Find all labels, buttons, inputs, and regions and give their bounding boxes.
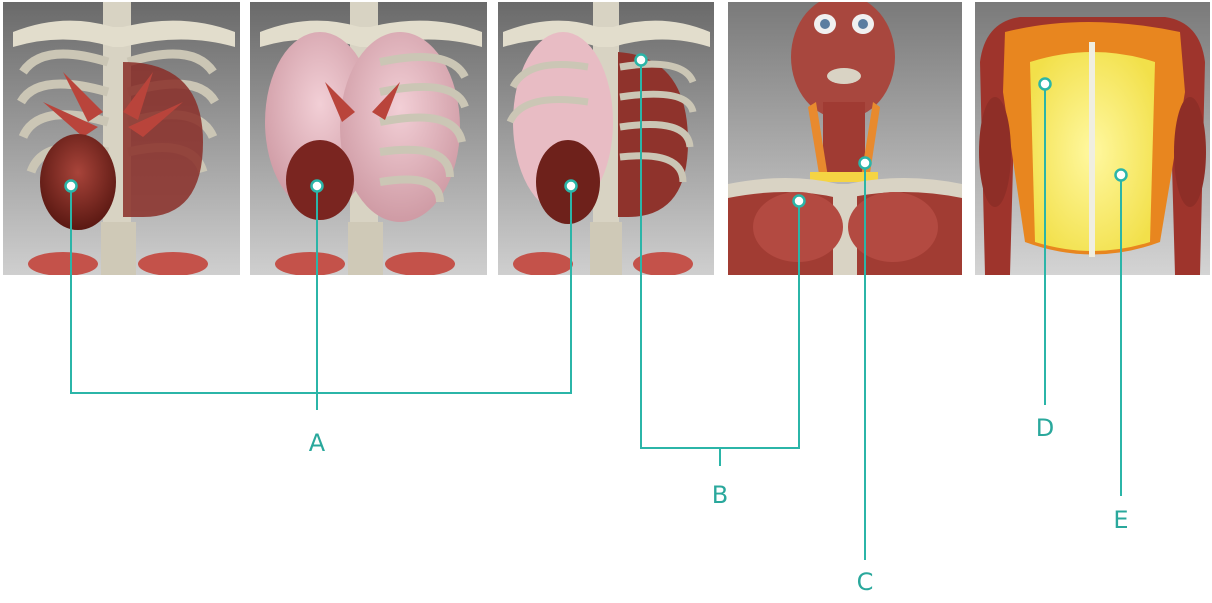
label-a: A <box>302 431 332 455</box>
label-c: C <box>850 570 880 594</box>
marker-a-1 <box>66 181 77 192</box>
leader-line-a <box>71 186 571 393</box>
marker-e <box>1116 170 1127 181</box>
marker-a-3 <box>566 181 577 192</box>
label-b: B <box>705 483 735 507</box>
label-e: E <box>1106 508 1136 532</box>
marker-d <box>1040 79 1051 90</box>
marker-b-1 <box>636 55 647 66</box>
leader-line-b <box>641 60 799 448</box>
marker-c <box>860 158 871 169</box>
marker-b-2 <box>794 196 805 207</box>
marker-a-2 <box>312 181 323 192</box>
label-d: D <box>1030 416 1060 440</box>
